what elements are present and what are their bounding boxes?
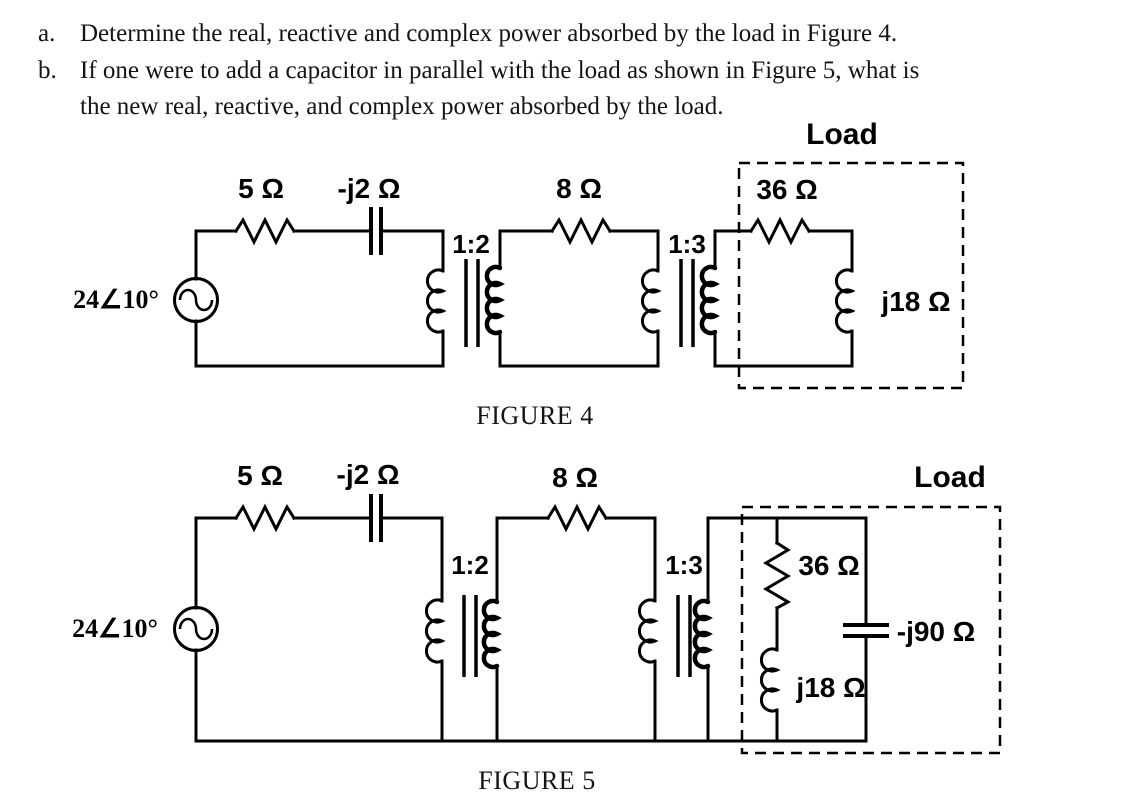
transformer-1-2-core <box>464 259 480 347</box>
transformer-1-3-primary-coil <box>637 598 659 664</box>
ac-source-circle <box>173 606 219 652</box>
load-boundary <box>737 161 965 390</box>
item-b-marker: b. <box>38 56 57 84</box>
item-b-line2: the new real, reactive, and complex powe… <box>80 93 724 120</box>
transformer-1-2-ratio-label: 1:2 <box>452 229 490 259</box>
problem-statement: a. Determine the real, reactive and comp… <box>38 16 919 126</box>
problem-item-a: a. Determine the real, reactive and comp… <box>38 16 919 53</box>
resistor-8ohm <box>549 216 613 246</box>
resistor-36ohm-label: 36 Ω <box>798 550 859 581</box>
transformer-1-2-ratio-label: 1:2 <box>451 550 489 580</box>
sine-wave-icon <box>178 617 214 641</box>
ac-source <box>173 277 219 323</box>
ac-source <box>173 606 219 652</box>
transformer-1-2-core <box>462 595 478 677</box>
resistor-8ohm-label: 8 Ω <box>556 173 602 204</box>
item-b-line1: If one were to add a capacitor in parall… <box>80 56 920 84</box>
transformer-1-2-secondary-coil <box>481 598 502 670</box>
resistor-36ohm <box>763 540 792 611</box>
resistor-5ohm-label: 5 Ω <box>237 460 283 491</box>
capacitor-minus-j90 <box>843 623 889 638</box>
load-boundary <box>740 505 1002 755</box>
figure5-wires <box>194 516 868 743</box>
resistor-36ohm <box>748 216 812 246</box>
transformer-1-3-primary-coil <box>640 268 662 334</box>
figure4-caption: FIGURE 4 <box>476 401 593 430</box>
capacitor-minus-j2 <box>369 494 383 542</box>
load-box-label: Load <box>914 461 986 494</box>
figure-4: 24∠10° 5 Ω -j2 Ω 1:2 8 Ω 1:3 36 Ω j18 Ω … <box>73 118 965 430</box>
inductor-j18-label: j18 Ω <box>795 672 865 703</box>
capacitor-minus-j2-label: -j2 Ω <box>338 173 401 204</box>
source-value-label: 24∠10° <box>72 614 158 643</box>
sine-wave-icon <box>178 288 214 312</box>
source-value-label: 24∠10° <box>73 285 159 314</box>
transformer-1-2-primary-coil <box>425 268 447 334</box>
resistor-5ohm-label: 5 Ω <box>238 173 284 204</box>
item-b-text: If one were to add a capacitor in parall… <box>80 53 919 126</box>
transformer-1-3-core <box>676 595 692 677</box>
figure-5: 24∠10° 5 Ω -j2 Ω 1:2 8 Ω 1:3 36 Ω j18 Ω … <box>72 459 1002 795</box>
transformer-1-3-ratio-label: 1:3 <box>665 550 703 580</box>
item-a-marker: a. <box>38 20 56 47</box>
load-box-label: Load <box>806 118 878 151</box>
resistor-5ohm <box>233 216 297 246</box>
resistor-36ohm-label: 36 Ω <box>756 174 817 205</box>
transformer-1-3-secondary-coil <box>699 264 720 336</box>
figure4-wires <box>194 229 854 368</box>
transformer-1-2-secondary-coil <box>484 264 505 336</box>
inductor-j18 <box>834 268 856 334</box>
transformer-1-3-ratio-label: 1:3 <box>668 229 706 259</box>
capacitor-minus-j2-label: -j2 Ω <box>337 459 400 490</box>
problem-item-b: b. If one were to add a capacitor in par… <box>38 53 919 126</box>
transformer-1-3-secondary-coil <box>692 598 713 670</box>
item-a-line: Determine the real, reactive and complex… <box>80 20 898 47</box>
ac-source-circle <box>173 277 219 323</box>
capacitor-minus-j90-label: -j90 Ω <box>897 616 975 647</box>
figure5-caption: FIGURE 5 <box>478 766 595 795</box>
transformer-1-3-core <box>679 259 695 347</box>
transformer-1-2-primary-coil <box>424 598 446 664</box>
capacitor-minus-j2 <box>369 207 383 255</box>
inductor-j18-label: j18 Ω <box>880 286 950 317</box>
inductor-j18 <box>759 647 781 713</box>
resistor-8ohm-label: 8 Ω <box>552 462 598 493</box>
resistor-8ohm <box>545 503 609 533</box>
item-a-text: Determine the real, reactive and complex… <box>80 16 897 53</box>
resistor-5ohm <box>233 503 297 533</box>
